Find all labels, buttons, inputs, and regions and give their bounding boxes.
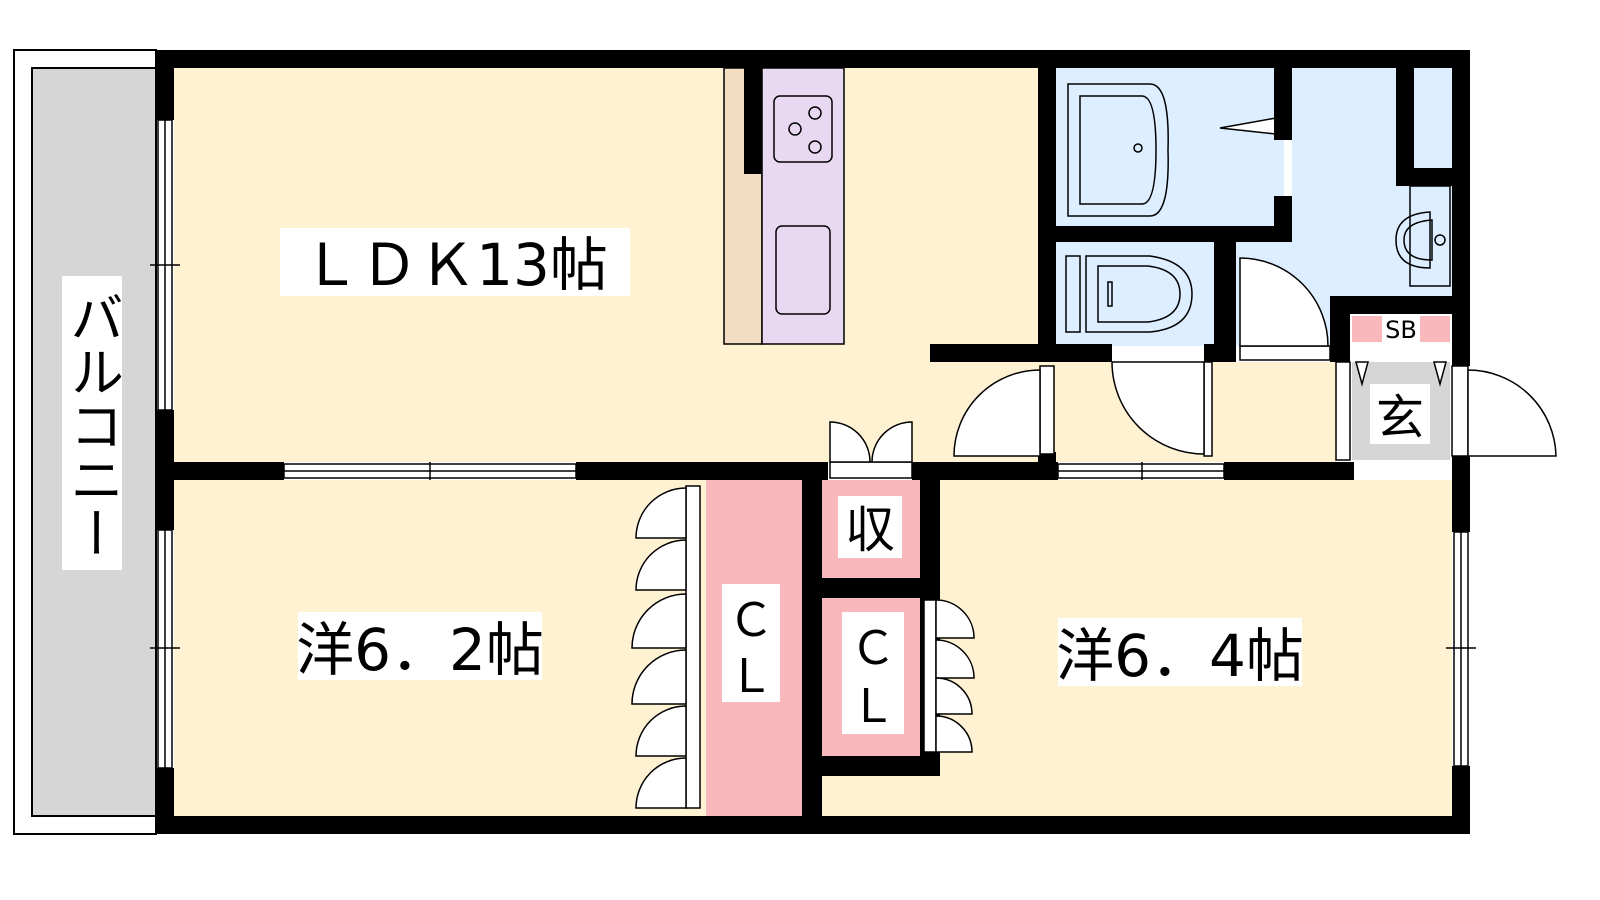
balcony-label-bg — [62, 276, 122, 570]
closet-1-label-bg — [722, 584, 780, 702]
toilet-floor — [1056, 242, 1214, 346]
closet-1-label-top: Ｃ — [728, 593, 774, 647]
western-room-2-label-bg — [1058, 618, 1302, 686]
bathtub-icon — [1067, 83, 1277, 217]
washbasin-icon — [1395, 185, 1451, 287]
balcony: バルコニー — [13, 49, 157, 835]
closet-1-label-bottom: Ｌ — [728, 649, 774, 703]
closet-2-label-bg — [842, 612, 904, 734]
kitchen — [723, 67, 845, 345]
ldk-label: ＬＤＫ13帖 — [302, 231, 608, 299]
windows — [150, 119, 1476, 769]
entrance-label-bg — [1370, 384, 1430, 444]
walls — [156, 50, 1470, 834]
toilet-icon — [1065, 255, 1193, 333]
closet-2-label-bottom: Ｌ — [850, 679, 896, 733]
balcony-label: バルコニー — [61, 290, 124, 560]
storage-label-bg — [838, 496, 902, 558]
shoe-box-label: SB — [1385, 316, 1417, 344]
western-room-2-label: 洋6．4帖 — [1056, 622, 1304, 690]
western-room-1-label-bg — [298, 612, 542, 680]
entrance-label: 玄 — [1376, 390, 1424, 446]
shoe-box-label-bg — [1382, 316, 1420, 342]
storage-label: 収 — [845, 501, 895, 559]
ldk-label-bg — [280, 228, 630, 296]
western-room-1-label: 洋6．2帖 — [296, 616, 544, 684]
bathroom-floor — [1056, 68, 1284, 228]
sink-icon — [775, 225, 831, 315]
closet-2-label-top: Ｃ — [850, 621, 896, 675]
kitchen-wall — [744, 68, 762, 174]
sliding-doors — [283, 462, 1225, 480]
stove-icon — [773, 95, 833, 163]
swing-doors — [631, 257, 1557, 809]
